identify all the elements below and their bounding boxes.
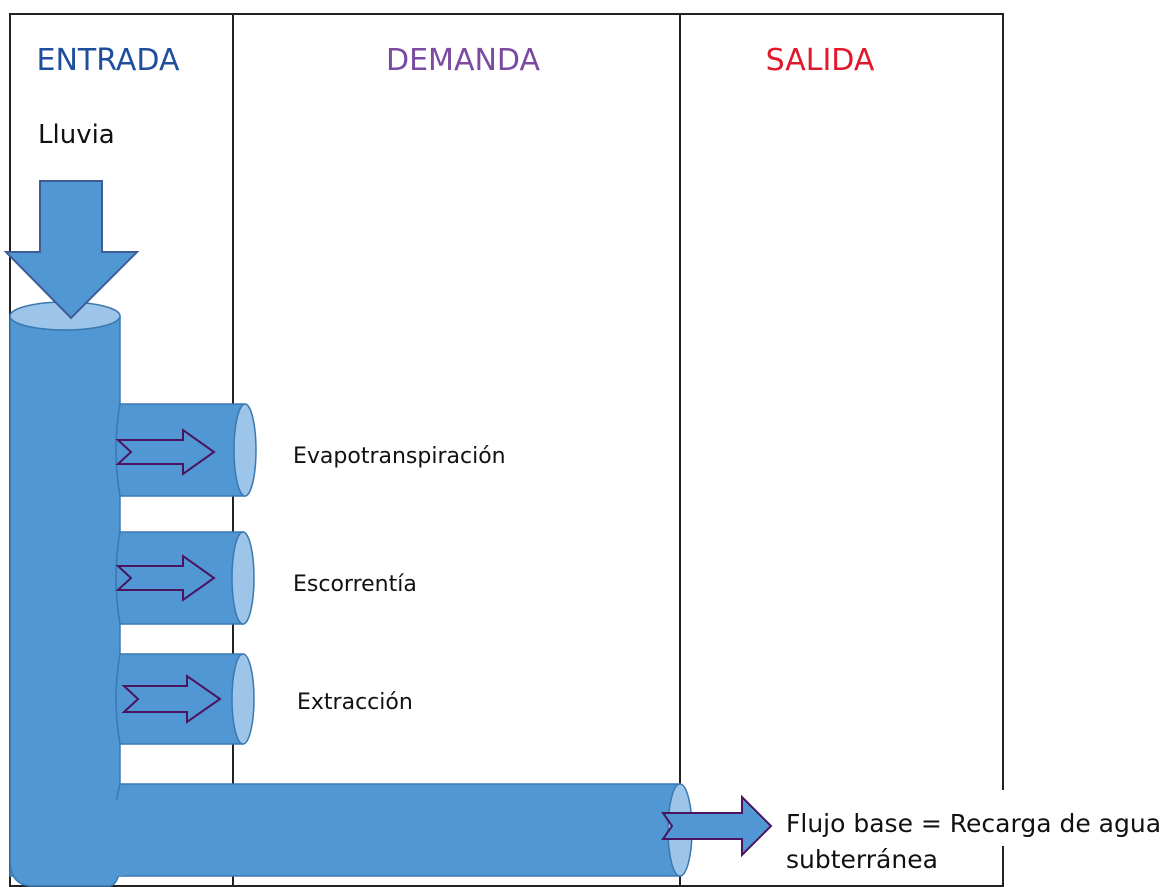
branch-pipe-extraccion [115, 653, 255, 745]
branch-pipe-cap [231, 653, 255, 745]
branch-pipe-cap [233, 403, 257, 497]
label-escorrentia: Escorrentía [293, 572, 417, 597]
branch-pipe-cap [231, 531, 255, 625]
label-extraccion: Extracción [297, 690, 413, 715]
base-flow-label-line2: subterránea [786, 845, 938, 874]
main-vertical-pipe [9, 301, 121, 887]
branch-pipe-escorrentia [115, 531, 255, 625]
flow-arrow-icon [115, 554, 216, 602]
flow-arrow-icon [115, 428, 216, 476]
branch-pipe-evapotranspiracion [115, 403, 257, 497]
header-salida: SALIDA [766, 43, 875, 78]
base-flow-pipe [60, 783, 693, 877]
label-evapotranspiracion: Evapotranspiración [293, 444, 506, 469]
header-demanda: DEMANDA [386, 43, 540, 78]
rain-arrow-icon [3, 180, 140, 320]
header-entrada: ENTRADA [37, 43, 180, 78]
outflow-arrow-icon [661, 794, 773, 858]
label-gap-mask [996, 790, 1010, 846]
lluvia-label: Lluvia [38, 120, 115, 150]
flow-arrow-icon [121, 674, 222, 724]
base-flow-label-line1: Flujo base = Recarga de agua [786, 809, 1161, 838]
